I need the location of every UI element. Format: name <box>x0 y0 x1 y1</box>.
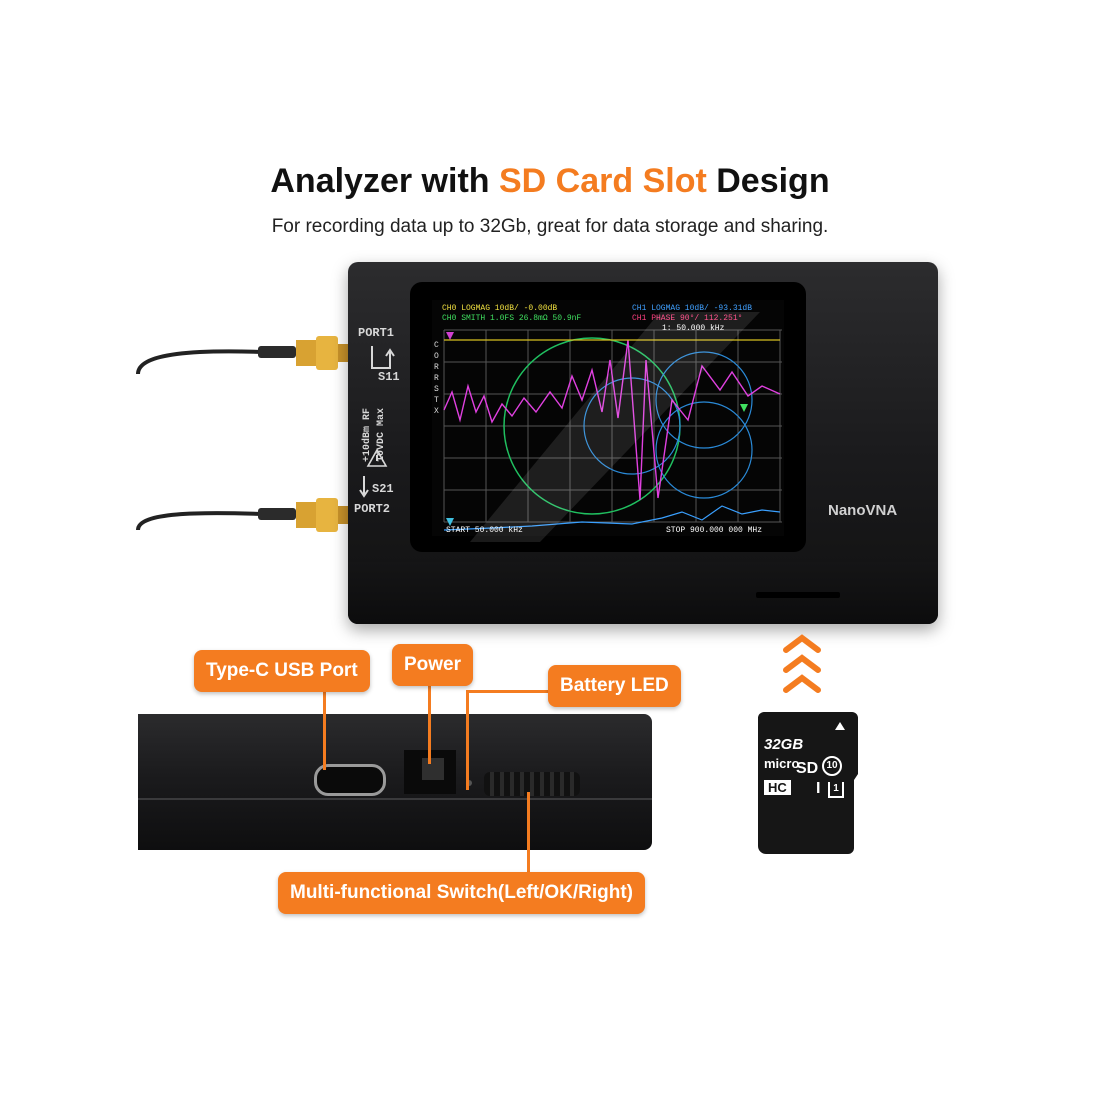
sd-brand-micro: micro <box>764 756 800 771</box>
port2-label: PORT2 <box>354 502 391 516</box>
sd-brand-sd: SD <box>796 760 819 777</box>
s21-label: S21 <box>372 482 394 496</box>
power-switch[interactable] <box>422 758 444 780</box>
lcd-screen: CH0 LOGMAG 10dB/ -0.00dB CH1 LOGMAG 10dB… <box>432 300 784 536</box>
s11-label: S11 <box>378 370 400 384</box>
insert-arrows-icon <box>783 634 821 693</box>
headline-highlight: SD Card Slot <box>498 162 707 200</box>
sd-card-shape <box>758 712 858 854</box>
trace-display <box>443 329 782 531</box>
brand-logo: NanoVNA <box>828 502 898 519</box>
port1-label: PORT1 <box>358 326 395 340</box>
s11-reflection-icon <box>371 346 395 369</box>
start-frequency: START 50.000 kHz <box>446 526 523 535</box>
callout-type-c-usb: Type-C USB Port <box>194 650 370 692</box>
device-side-view <box>138 714 652 850</box>
sd-brand-hc: HC <box>764 780 791 795</box>
leader-power <box>428 684 431 764</box>
uhs-label: I <box>816 780 821 797</box>
callout-battery-led: Battery LED <box>548 665 681 707</box>
sd-capacity: 32GB <box>764 736 804 753</box>
ch1-phase-readout: CH1 PHASE 90°/ 112.251° <box>632 314 742 323</box>
leader-type-c <box>323 690 326 770</box>
sma-connector-port1-icon <box>296 336 350 370</box>
marker-readout: 1: 50.000 kHz <box>662 324 724 333</box>
microsd-card: 32GB micro SD 10 HC I 1 <box>756 712 860 854</box>
callout-multi-function-switch: Multi-functional Switch(Left/OK/Right) <box>278 872 646 914</box>
multi-function-switch[interactable] <box>484 772 580 796</box>
usb-c-port[interactable] <box>314 764 386 796</box>
callout-power: Power <box>392 644 474 686</box>
stop-frequency: STOP 900.000 000 MHz <box>666 526 763 535</box>
leader-battery-h <box>466 690 548 693</box>
ch1-logmag-readout: CH1 LOGMAG 10dB/ -93.31dB <box>632 304 753 313</box>
calibration-status: C O R R S T X <box>434 341 439 416</box>
speed-class-icon: 10 <box>822 756 842 776</box>
nanovna-device: PORT1 S11 +10dBm RF 10VDC Max S21 PORT2 <box>348 262 938 624</box>
page-subtitle: For recording data up to 32Gb, great for… <box>271 216 829 237</box>
battery-led <box>466 780 472 786</box>
ch0-logmag-readout: CH0 LOGMAG 10dB/ -0.00dB <box>442 304 558 313</box>
side-seam <box>138 798 652 800</box>
leader-switch <box>527 792 530 872</box>
uhs-speed-icon: 1 <box>828 782 844 798</box>
leader-battery-v <box>466 690 469 790</box>
headline-suffix: Design <box>706 162 830 200</box>
headline-prefix: Analyzer with <box>270 162 499 200</box>
ch0-smith-readout: CH0 SMITH 1.0FS 26.8mΩ 50.9nF <box>442 314 582 323</box>
sd-card-slot <box>756 592 840 598</box>
device-base <box>348 562 938 624</box>
warning-triangle-icon <box>366 448 388 467</box>
s21-arrow-icon <box>359 476 369 498</box>
screen-glare <box>470 312 760 542</box>
page-title: Analyzer with SD Card Slot Design <box>0 162 1100 201</box>
sma-connector-port2-icon <box>296 498 350 532</box>
